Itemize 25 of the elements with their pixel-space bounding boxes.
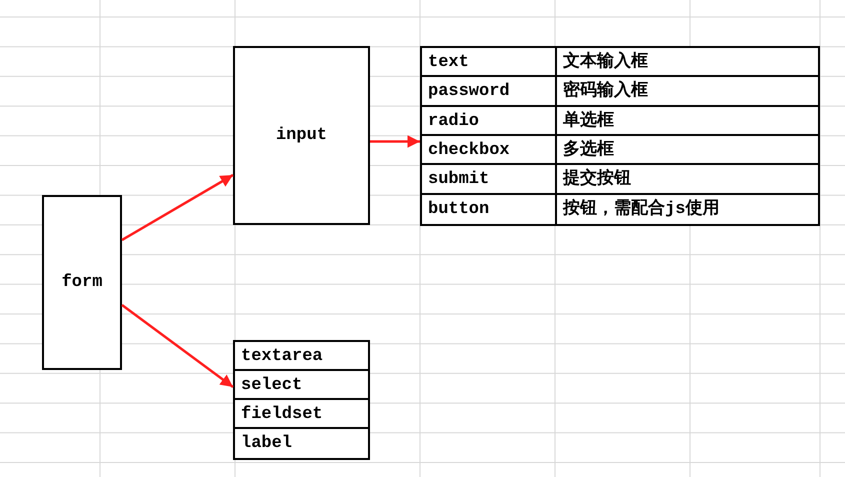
arrow <box>121 174 234 242</box>
table-cell: 提交按钮 <box>557 165 818 195</box>
arrow <box>370 135 420 148</box>
table-cell: fieldset <box>235 400 368 429</box>
table-cell: textarea <box>235 342 368 371</box>
arrow <box>121 304 234 388</box>
table-cell: 多选框 <box>557 136 818 166</box>
table-cell-text: 按钮，需配合js使用 <box>562 198 720 221</box>
table-cell: 文本输入框 <box>557 48 818 78</box>
table-cell: submit <box>422 165 557 195</box>
table-cell: button <box>422 194 557 224</box>
table-cell: 单选框 <box>557 106 818 136</box>
table-cell: checkbox <box>422 136 557 166</box>
table <box>420 46 820 226</box>
process-box <box>42 195 122 370</box>
table-cell: 密码输入框 <box>557 77 818 107</box>
table-cell: radio <box>422 106 557 136</box>
table-cell-text: label <box>240 433 294 455</box>
table-cell: text <box>422 48 557 78</box>
node-label: input <box>276 126 327 145</box>
node-label: form <box>62 273 102 292</box>
table-cell: password <box>422 77 557 107</box>
table-cell: select <box>235 371 368 400</box>
table <box>233 340 370 460</box>
process-box <box>233 46 370 225</box>
